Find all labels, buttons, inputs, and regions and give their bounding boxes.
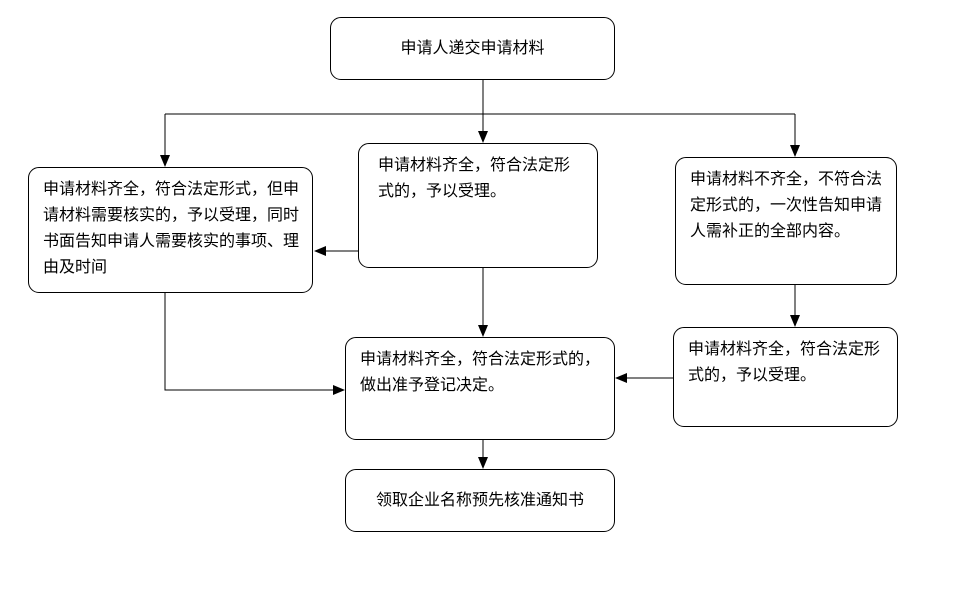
flowchart-node-end: 领取企业名称预先核准通知书: [345, 469, 615, 532]
flowchart-node-accept: 申请材料齐全，符合法定形式的，予以受理。: [358, 143, 598, 268]
node-verify-label: 申请材料齐全，符合法定形式，但申请材料需要核实的，予以受理，同时书面告知申请人需…: [43, 181, 300, 276]
connector-verify-to-decision: [164, 293, 345, 395]
flowchart-node-registration-decision: 申请材料齐全，符合法定形式的，做出准予登记决定。: [345, 337, 615, 440]
flowchart-node-accept-after-correction: 申请材料齐全，符合法定形式的，予以受理。: [673, 327, 898, 427]
node-end-label: 领取企业名称预先核准通知书: [375, 491, 584, 509]
node-accept2-label: 申请材料齐全，符合法定形式的，予以受理。: [688, 341, 881, 384]
node-decision-label: 申请材料齐全，符合法定形式的，做出准予登记决定。: [360, 351, 601, 394]
flowchart-node-verify-accept: 申请材料齐全，符合法定形式，但申请材料需要核实的，予以受理，同时书面告知申请人需…: [28, 167, 313, 293]
flowchart-node-start: 申请人递交申请材料: [330, 17, 615, 80]
node-accept-label: 申请材料齐全，符合法定形式的，予以受理。: [378, 157, 571, 200]
node-start-label: 申请人递交申请材料: [400, 39, 545, 57]
node-incomplete-label: 申请材料不齐全，不符合法定形式的，一次性告知申请人需补正的全部内容。: [690, 171, 883, 240]
flowchart-node-incomplete: 申请材料不齐全，不符合法定形式的，一次性告知申请人需补正的全部内容。: [675, 157, 897, 285]
